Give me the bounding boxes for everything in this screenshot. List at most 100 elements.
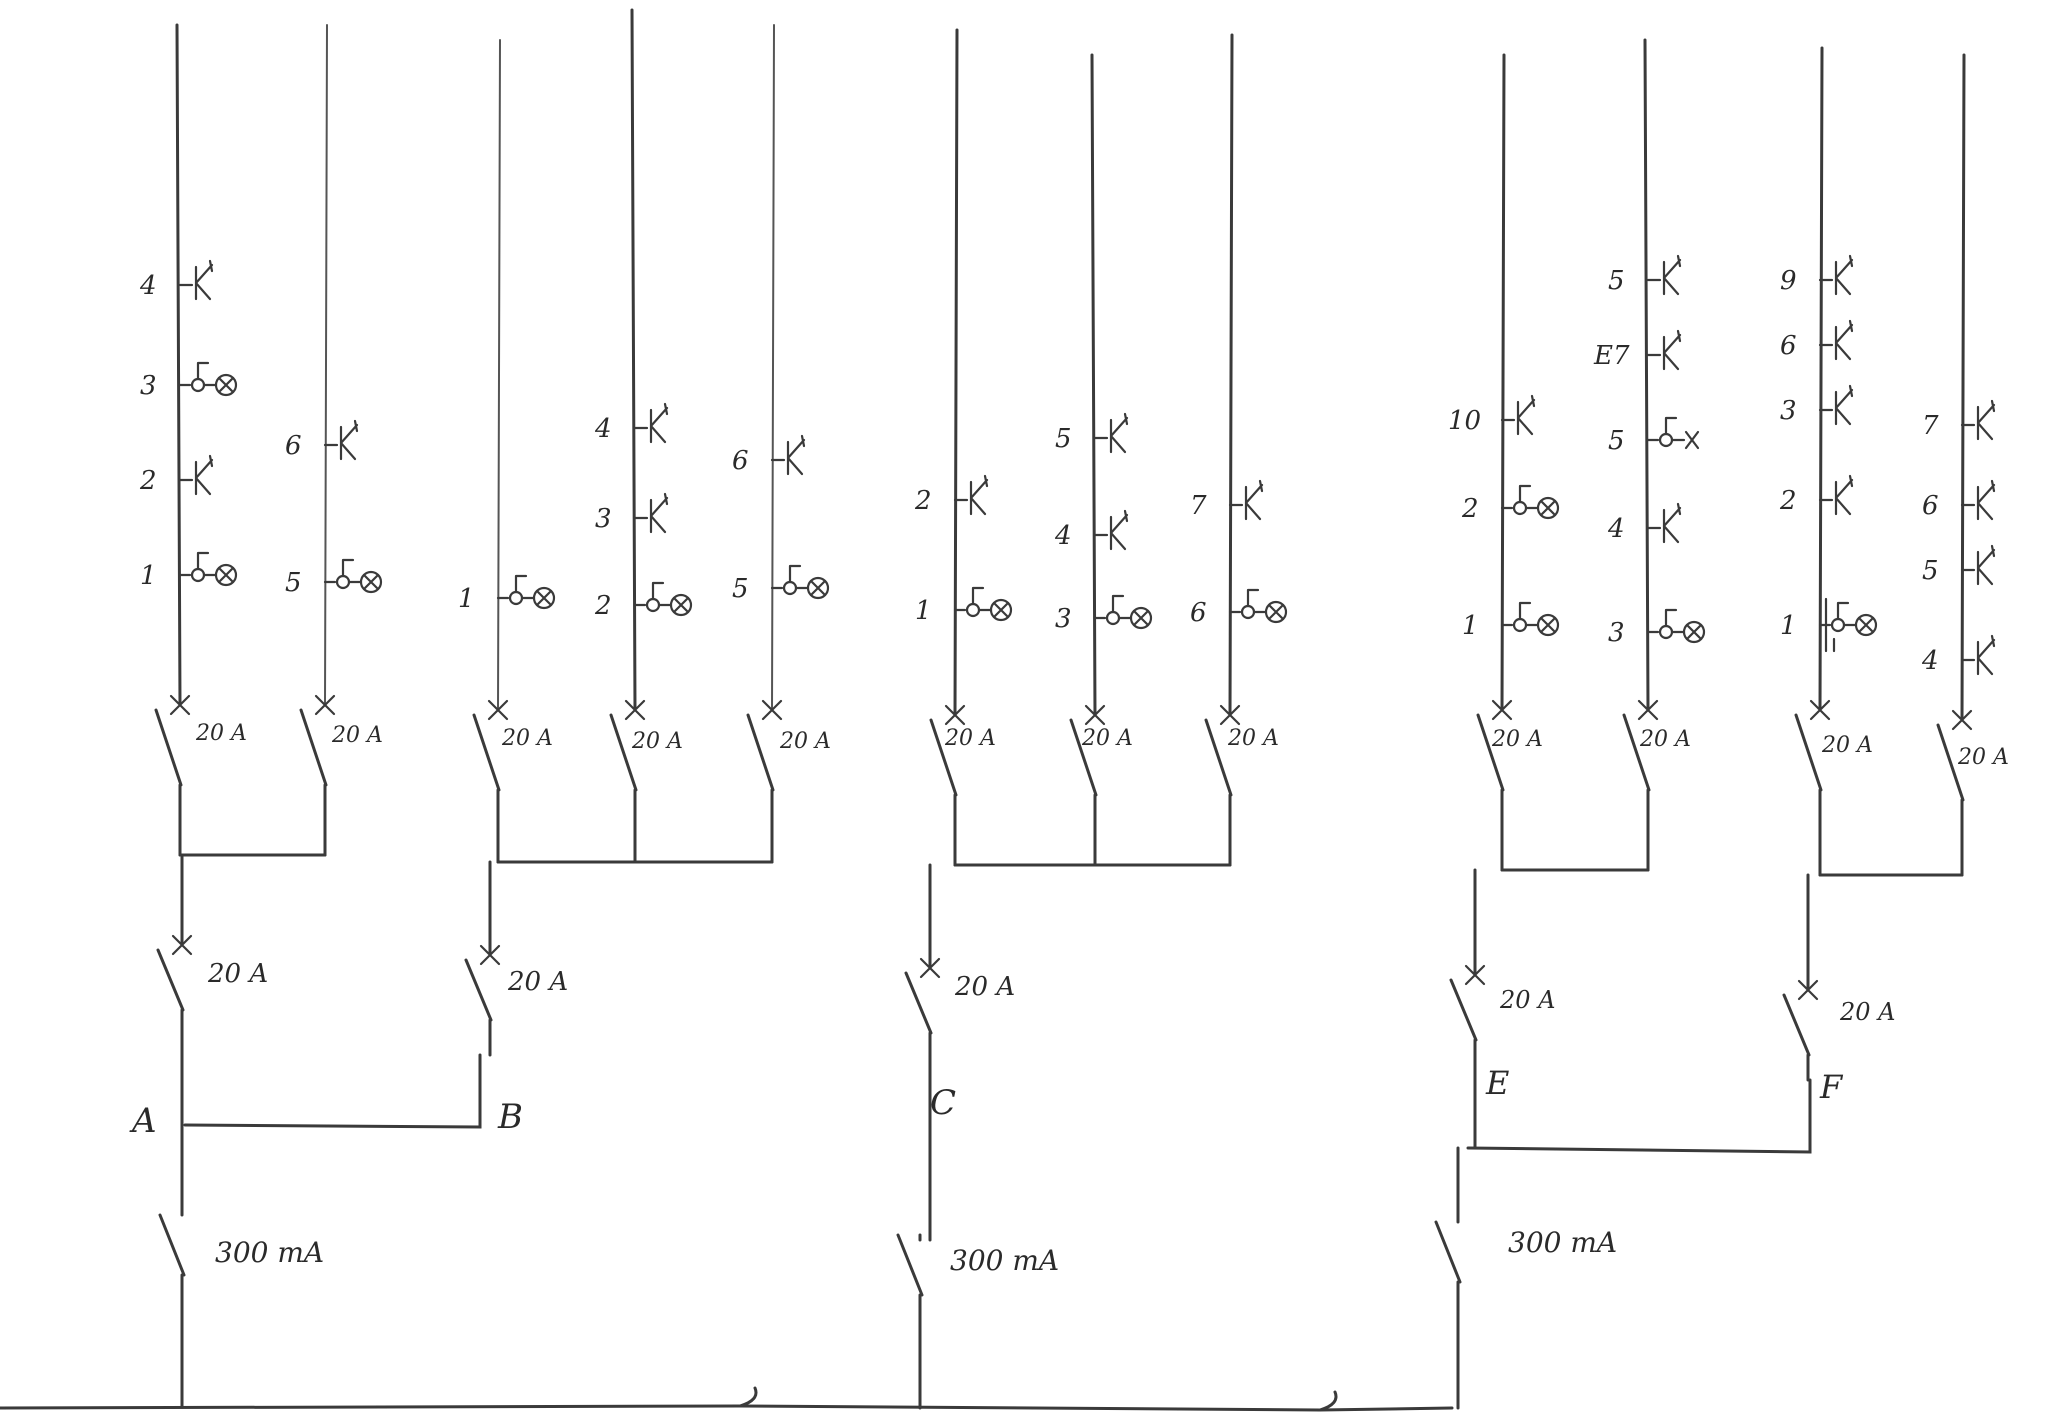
point-number: 4 [1921, 646, 1939, 676]
lamp-cross-icon [672, 596, 690, 614]
lamp-icon [359, 570, 383, 594]
point-number: 1 [458, 584, 475, 614]
breaker-blade [1782, 993, 1811, 1057]
lamp-cross-icon [992, 601, 1010, 619]
socket-icon [1818, 254, 1854, 296]
breaker-blade [472, 713, 501, 792]
lamp-icon [669, 593, 693, 617]
outlet-point: 5 [285, 558, 383, 598]
group-label-f: F [1819, 1068, 1844, 1106]
switch-icon [323, 558, 355, 584]
outlet-point: 4 [1054, 509, 1129, 551]
lamp-cross-icon [1857, 616, 1875, 634]
outlet-point: 4 [139, 259, 214, 301]
lamp-icon [532, 586, 556, 610]
outlet-point: 2 [1461, 484, 1560, 524]
socket-icon [1093, 412, 1129, 454]
outlet-point: 2 [914, 474, 989, 516]
outlet-point: 5 [1055, 412, 1129, 454]
lamp-icon [214, 373, 238, 397]
group-feeder [1449, 868, 1486, 1150]
main-bus [0, 1386, 1454, 1412]
lamp-cross-icon [1539, 616, 1557, 634]
outlet-point: 7 [1190, 479, 1264, 521]
circuit: 65 [732, 24, 830, 864]
outlet-point: 1 [1780, 597, 1878, 653]
circuit-wire [1643, 38, 1650, 712]
circuit-wire [175, 23, 182, 707]
point-number: 1 [915, 596, 932, 626]
circuit: 76 [1190, 33, 1288, 867]
point-number: 5 [732, 574, 749, 604]
circuit-breaker-label: 20 A [1957, 745, 2009, 770]
point-number: 5 [285, 568, 302, 598]
socket-icon [1818, 384, 1854, 426]
group-label-c: C [930, 1083, 956, 1123]
point-number: 4 [594, 414, 612, 444]
circuit-breaker-labels: 20 A 20 A 20 A 20 A 20 A 20 A 20 A 20 A … [195, 721, 2009, 770]
lamp-cross-icon [1685, 623, 1703, 641]
breaker-trip-mark [1491, 699, 1513, 721]
outlet-point: 4 [1607, 502, 1682, 544]
socket-icon [953, 474, 989, 516]
circuit-breaker-label: 20 A [779, 729, 831, 754]
circuit: 21 [914, 28, 1013, 867]
circuit-wire [1818, 46, 1824, 712]
socket-icon [1818, 474, 1854, 516]
breaker-blade [904, 971, 933, 1035]
point-number: 2 [1779, 486, 1797, 516]
socket-icon [633, 402, 669, 444]
point-number: 5 [1608, 266, 1625, 296]
outlet-point: 1 [458, 574, 556, 614]
socket-icon [1960, 634, 1996, 676]
switch-icon [496, 574, 528, 600]
socket-icon [1646, 329, 1682, 371]
circuit-breaker-label: 20 A [1491, 727, 1543, 752]
breaker-blade [154, 708, 183, 787]
socket-icon [1500, 394, 1536, 436]
lamp-cross-icon [535, 589, 553, 607]
outlet-point: 1 [140, 551, 238, 591]
point-number: 7 [1922, 411, 1939, 441]
outlet-point: 6 [1922, 479, 1996, 521]
group-feeder [464, 860, 501, 1057]
group-breaker-label: 20 A [507, 967, 568, 997]
point-number: 6 [732, 446, 749, 476]
switch-pivot-icon [335, 574, 351, 590]
breaker-blade [929, 718, 958, 797]
group-breaker-label: 20 A [1839, 998, 1896, 1026]
socket-icon [1228, 479, 1264, 521]
outlet-point: 6 [285, 419, 359, 461]
circuit-breaker-label: 20 A [195, 721, 247, 746]
breaker-trip-mark [1797, 979, 1819, 1001]
point-number: 3 [595, 504, 612, 534]
switch-icon [1500, 484, 1532, 510]
point-number: 3 [1055, 604, 1072, 634]
switch-pivot-icon [1105, 610, 1121, 626]
outlet-point: 3 [140, 361, 238, 401]
outlet-point: 3 [595, 492, 669, 534]
switch-pivot-icon [645, 597, 661, 613]
point-number: 4 [1054, 521, 1072, 551]
switch-icon [953, 586, 985, 612]
breaker-blade [1449, 978, 1478, 1042]
circuit-breaker-label: 20 A [631, 729, 683, 754]
breaker-trip-mark [1219, 704, 1241, 726]
breaker-blade [1936, 723, 1965, 802]
socket-icon [1646, 254, 1682, 296]
socket-icon [178, 454, 214, 496]
lamp-cross-icon [809, 579, 827, 597]
lamp-cross-icon [1132, 609, 1150, 627]
rcd-label: 300 mA [215, 1236, 324, 1269]
lamp-icon [214, 563, 238, 587]
socket-icon [178, 259, 214, 301]
point-number: 2 [1461, 494, 1479, 524]
outlet-point: 2 [594, 581, 693, 621]
socket-icon [1646, 502, 1682, 544]
breaker-trip-mark [919, 957, 941, 979]
lamp-icon [1264, 600, 1288, 624]
point-number: 5 [1922, 556, 1939, 586]
circuit-wire [630, 8, 637, 712]
outlet-point: 5 [1608, 416, 1700, 456]
